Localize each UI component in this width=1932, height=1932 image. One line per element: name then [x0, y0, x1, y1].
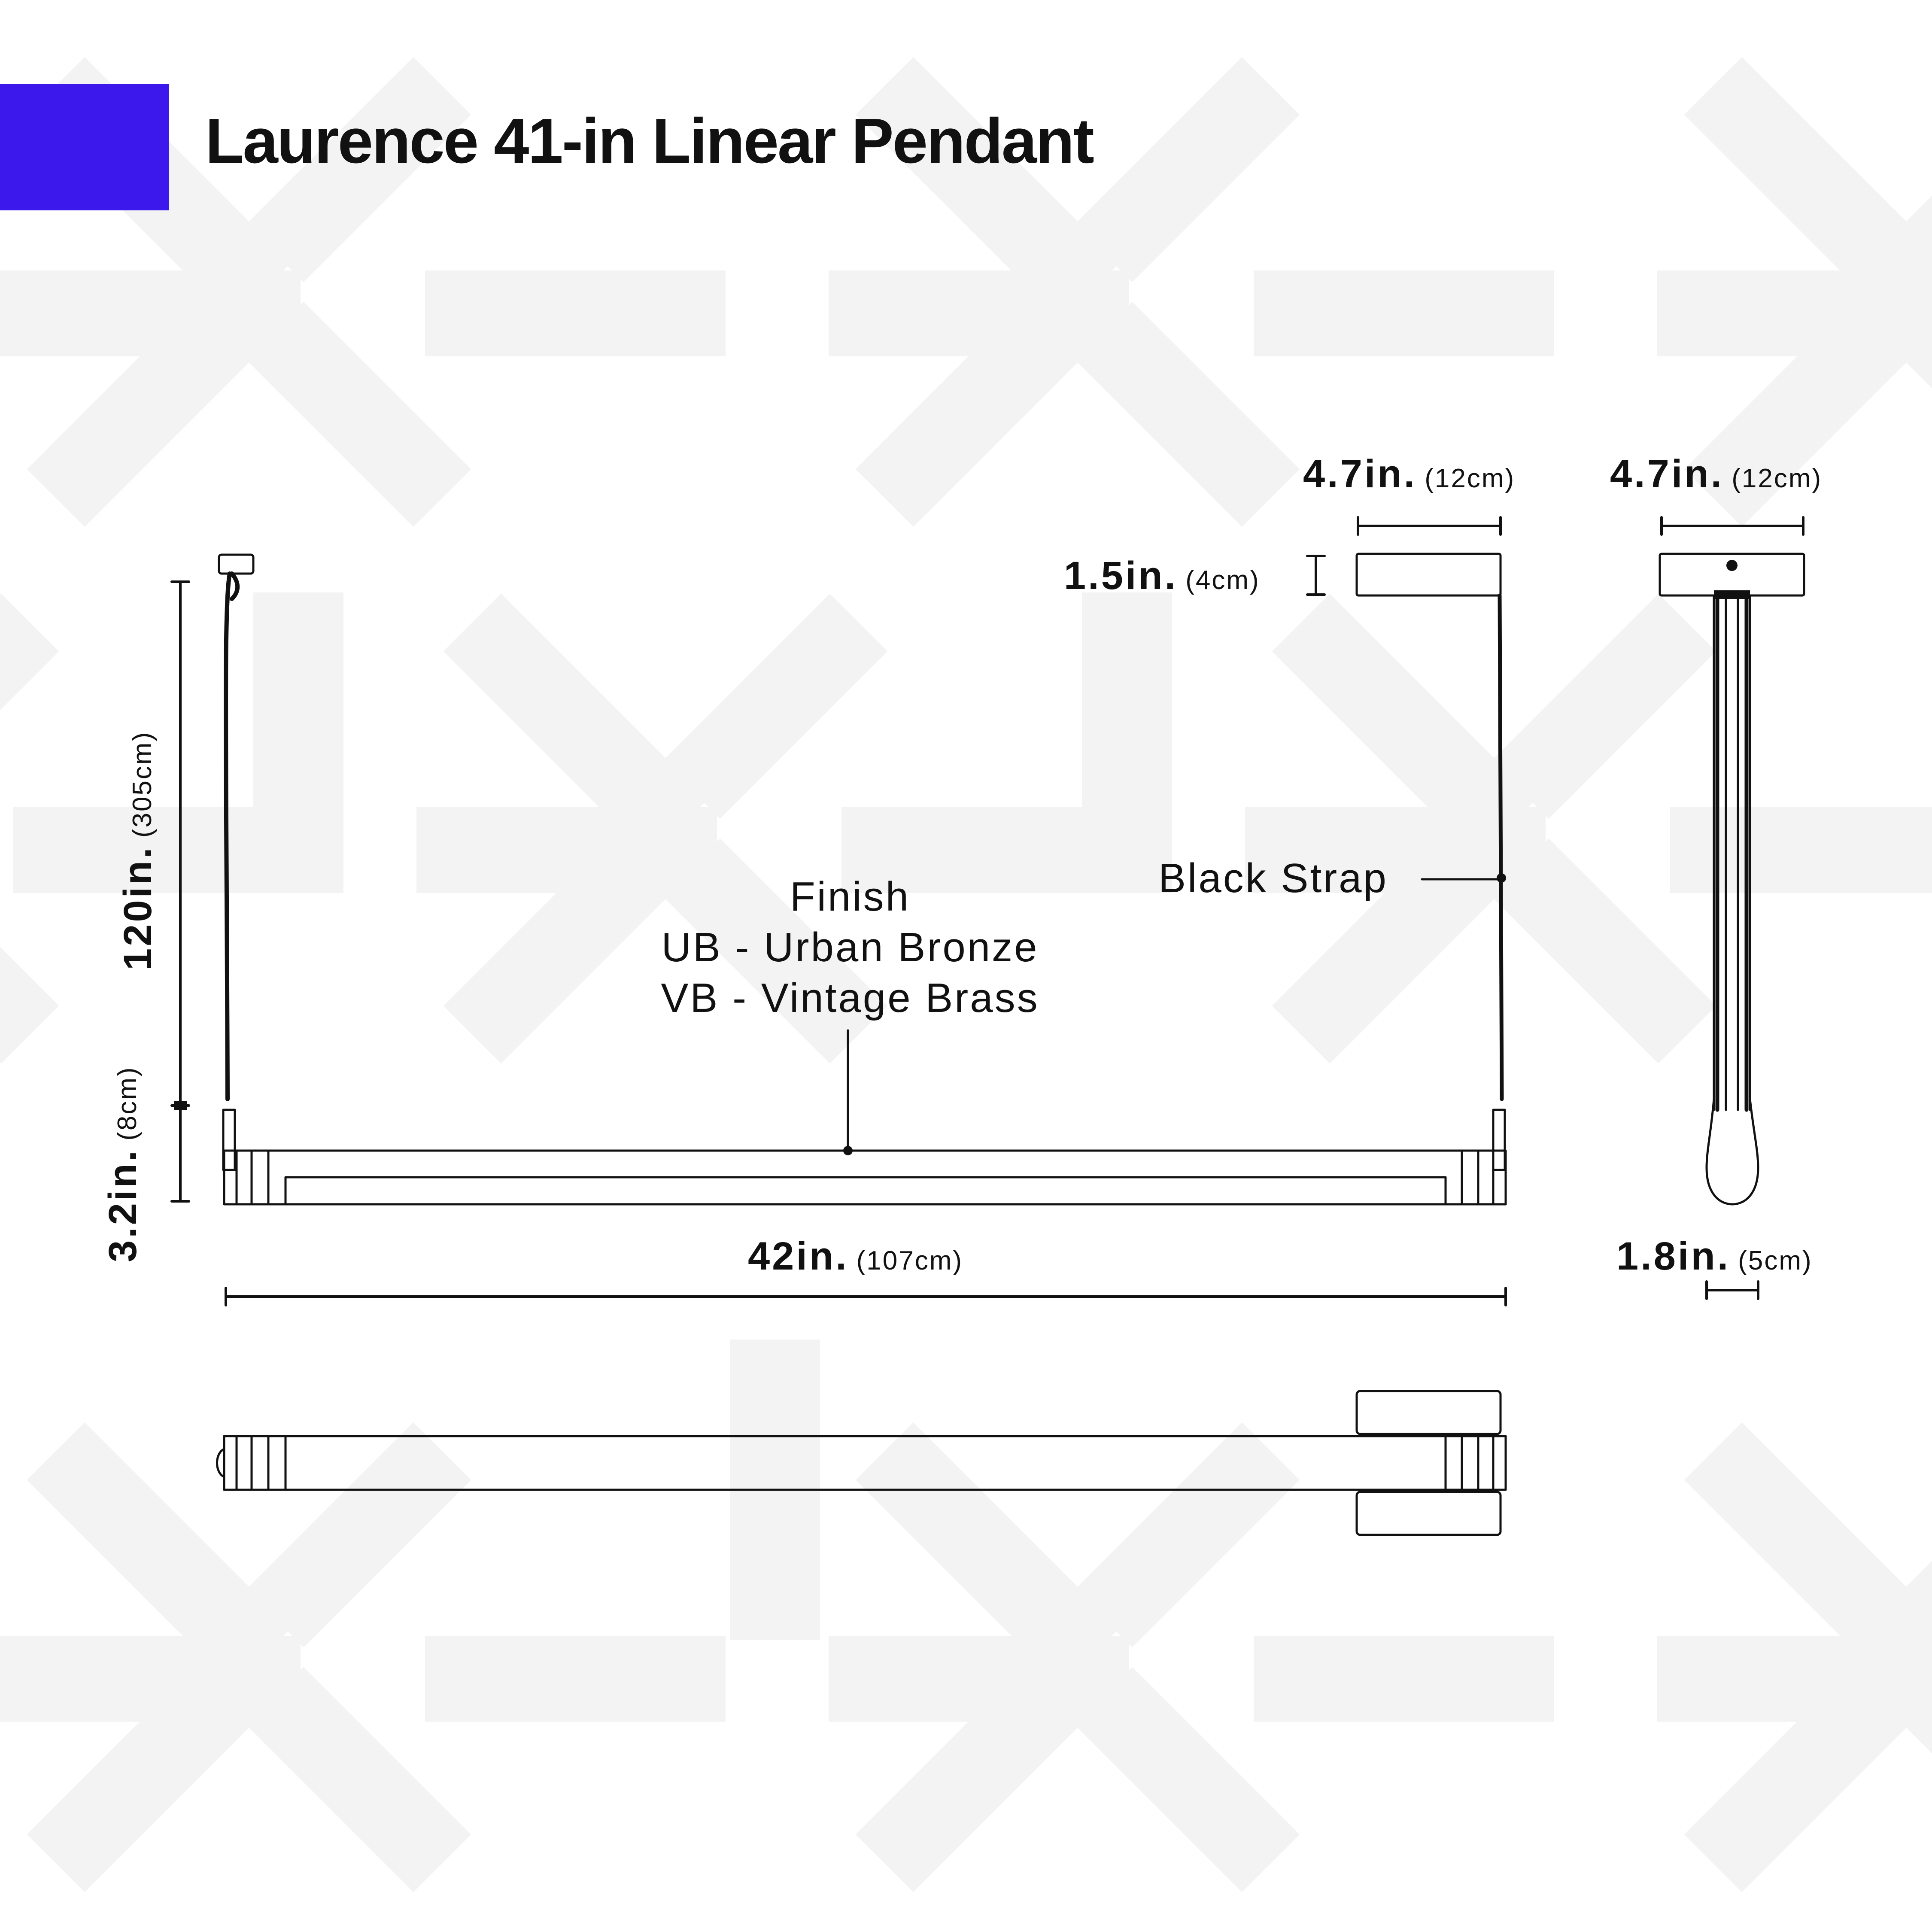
finish-callout: Finish UB - Urban Bronze VB - Vintage Br… — [592, 872, 1108, 1024]
left-cable — [224, 571, 232, 1101]
right-canopy — [1355, 553, 1502, 597]
body-depth-label: 1.8in.(5cm) — [1616, 1236, 1813, 1276]
body-depth-metric: (5cm) — [1738, 1246, 1813, 1276]
page-title: Laurence 41-in Linear Pendant — [205, 106, 1094, 176]
black-strap-label: Black Strap — [1158, 855, 1388, 901]
top-canopy-lower — [1355, 1491, 1502, 1536]
length-metric: (107cm) — [856, 1246, 963, 1276]
body-height-label: 3.2in. (8cm) — [101, 1030, 146, 1262]
top-canopy-upper — [1355, 1390, 1502, 1435]
finish-option-vb: VB - Vintage Brass — [661, 975, 1039, 1021]
canopy-width-front-label: 4.7in. (12cm) — [1303, 454, 1515, 494]
top-view — [216, 1390, 1507, 1536]
canopy-height-label: 1.5in.(4cm) — [1064, 556, 1260, 595]
canopy-width-side-metric: (12cm) — [1732, 464, 1823, 493]
canopy-width-front-value: 4.7in. — [1303, 452, 1417, 496]
canopy-width-side-label: 4.7in. (12cm) — [1610, 454, 1822, 494]
left-canopy — [218, 553, 255, 575]
front-view — [218, 553, 1507, 1206]
canopy-height-value: 1.5in. — [1064, 554, 1178, 598]
accent-block — [0, 84, 169, 210]
body-height-value: 3.2in. — [101, 1148, 145, 1262]
body-height-metric: (8cm) — [112, 1066, 142, 1141]
overall-height-metric: (305cm) — [128, 731, 157, 838]
overall-height-value: 120in. — [116, 845, 160, 970]
front-dimension-lines — [170, 516, 1507, 1306]
length-value: 42in. — [748, 1234, 849, 1278]
finish-option-ub: UB - Urban Bronze — [661, 924, 1039, 970]
side-profile — [1705, 1098, 1759, 1206]
side-view — [1659, 553, 1805, 1206]
canopy-width-side-value: 4.7in. — [1610, 452, 1724, 496]
top-body — [223, 1435, 1507, 1491]
overall-height-label: 120in. (305cm) — [116, 687, 161, 970]
black-strap — [1498, 593, 1504, 1101]
canopy-height-metric: (4cm) — [1185, 565, 1260, 595]
length-label: 42in.(107cm) — [748, 1236, 963, 1276]
diffuser-lens — [284, 1176, 1447, 1206]
canopy-width-front-metric: (12cm) — [1425, 464, 1516, 493]
body-depth-value: 1.8in. — [1616, 1234, 1731, 1278]
finish-heading: Finish — [790, 874, 911, 920]
side-dimension-lines — [1660, 516, 1804, 1300]
